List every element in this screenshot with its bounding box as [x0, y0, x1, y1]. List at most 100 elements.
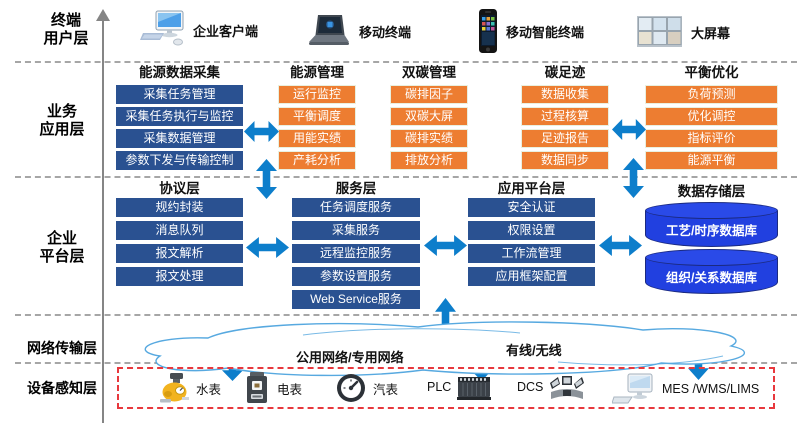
module-box: 负荷预测 [645, 85, 778, 104]
device-label: PLC [427, 380, 452, 394]
smartphone-icon [479, 9, 497, 53]
module-box: 足迹报告 [521, 129, 609, 148]
database-cylinder-org-relational: 组织/关系数据库 [645, 249, 778, 294]
computer-icon [612, 373, 653, 404]
module-box: 参数设置服务 [292, 267, 420, 286]
terminal-device-mobile-terminal: 移动终端 [306, 14, 411, 48]
cylinder-top [645, 249, 778, 266]
module-box: 权限设置 [468, 221, 595, 240]
module-box: 碳排因子 [390, 85, 468, 104]
water-meter-icon [160, 373, 189, 403]
layer-separator [15, 176, 797, 178]
device-label: 水表 [196, 382, 222, 397]
layer-separator [15, 61, 797, 63]
module-box: 数据收集 [521, 85, 609, 104]
module-box: 消息队列 [116, 221, 243, 240]
module-box: 采集任务执行与监控 [116, 107, 243, 126]
group-application-platform-layer: 应用平台层 安全认证 权限设置 工作流管理 应用框架配置 [468, 181, 595, 286]
group-energy-management: 能源管理 运行监控 平衡调度 用能实绩 产耗分析 [278, 65, 356, 170]
sensing-device-mes-wms-lims: MES /WMS/LIMS [612, 373, 759, 405]
device-label: 汽表 [373, 382, 399, 397]
module-box: 远程监控服务 [292, 244, 420, 263]
group-protocol-layer: 协议层 规约封装 消息队列 报文解析 报文处理 [116, 181, 243, 286]
module-box: 报文解析 [116, 244, 243, 263]
network-cloud-icon [144, 321, 746, 377]
sensing-device-water-meter: 水表 [158, 372, 221, 404]
group-balance-optimization: 平衡优化 负荷预测 优化调控 指标评价 能源平衡 [645, 65, 778, 170]
module-box: 采集任务管理 [116, 85, 243, 104]
group-title: 协议层 [159, 181, 200, 196]
layer-separator [15, 314, 797, 316]
network-wired-wireless-label: 有线/无线 [506, 343, 562, 358]
module-box: 优化调控 [645, 107, 778, 126]
group-data-storage-layer: 数据存储层 [645, 184, 778, 200]
video-wall-icon [637, 16, 682, 47]
cylinder-top [645, 202, 778, 219]
module-box: 规约封装 [116, 198, 243, 217]
group-title: 数据存储层 [677, 184, 746, 199]
sensing-device-plc: PLC [427, 372, 492, 402]
module-box: 采集服务 [292, 221, 420, 240]
layer-label-business-app: 业务 应用层 [16, 103, 108, 139]
double-arrow-horizontal-icon [424, 235, 467, 256]
module-box: 碳排实绩 [390, 129, 468, 148]
module-box: 工作流管理 [468, 244, 595, 263]
group-energy-data-collection: 能源数据采集 采集任务管理 采集任务执行与监控 采集数据管理 参数下发与传输控制 [116, 65, 243, 170]
terminal-device-smart-mobile: 移动智能终端 [477, 8, 584, 54]
layer-label-line: 应用层 [39, 121, 85, 138]
double-arrow-horizontal-icon [599, 235, 642, 256]
module-list: 碳排因子 双碳大屏 碳排实绩 排放分析 [390, 85, 468, 170]
device-label: MES /WMS/LIMS [662, 382, 760, 396]
double-arrow-horizontal-icon [246, 237, 289, 258]
module-list: 任务调度服务 采集服务 远程监控服务 参数设置服务 Web Service服务 [292, 198, 420, 309]
group-title: 双碳管理 [402, 65, 456, 80]
database-cylinder-process-timeseries: 工艺/时序数据库 [645, 202, 778, 247]
layer-label-line: 终端 [50, 12, 81, 29]
double-arrow-vertical-icon [623, 158, 644, 198]
cylinder-body [645, 211, 778, 247]
module-box: 排放分析 [390, 151, 468, 170]
double-arrow-horizontal-icon [612, 119, 646, 140]
module-list: 规约封装 消息队列 报文解析 报文处理 [116, 198, 243, 286]
module-box: 任务调度服务 [292, 198, 420, 217]
sensing-device-steam-meter: 汽表 [335, 372, 398, 404]
layer-label-line: 平台层 [39, 248, 85, 265]
module-box: 报文处理 [116, 267, 243, 286]
steam-gauge-icon [337, 374, 365, 402]
module-list: 安全认证 权限设置 工作流管理 应用框架配置 [468, 198, 595, 286]
terminal-device-enterprise-client: 企业客户端 [140, 10, 258, 50]
module-box: 用能实绩 [278, 129, 356, 148]
module-box: 采集数据管理 [116, 129, 243, 148]
group-dual-carbon-management: 双碳管理 碳排因子 双碳大屏 碳排实绩 排放分析 [390, 65, 468, 170]
group-title: 服务层 [335, 181, 377, 196]
module-box: 运行监控 [278, 85, 356, 104]
module-box: 双碳大屏 [390, 107, 468, 126]
module-box: 过程核算 [521, 107, 609, 126]
double-arrow-vertical-icon [256, 159, 277, 199]
layer-label-network: 网络传输层 [27, 340, 97, 356]
layer-label-enterprise-platform: 企业 平台层 [16, 230, 108, 266]
double-arrow-horizontal-icon [244, 121, 279, 142]
module-box: 指标评价 [645, 129, 778, 148]
module-box: 能源平衡 [645, 151, 778, 170]
vertical-axis-line [102, 20, 104, 423]
module-list: 负荷预测 优化调控 指标评价 能源平衡 [645, 85, 778, 170]
plc-icon [457, 377, 492, 400]
module-box: 应用框架配置 [468, 267, 595, 286]
module-box: 数据同步 [521, 151, 609, 170]
electric-meter-icon [247, 372, 267, 403]
module-list: 数据收集 过程核算 足迹报告 数据同步 [521, 85, 609, 170]
group-title: 碳足迹 [544, 65, 586, 80]
module-list: 运行监控 平衡调度 用能实绩 产耗分析 [278, 85, 356, 170]
group-carbon-footprint: 碳足迹 数据收集 过程核算 足迹报告 数据同步 [521, 65, 609, 170]
device-label: 企业客户端 [193, 23, 259, 39]
module-box: Web Service服务 [292, 290, 420, 309]
sensing-layer-boundary [117, 367, 775, 409]
database-label: 组织/关系数据库 [666, 271, 757, 285]
device-label: 移动智能终端 [506, 24, 585, 40]
module-box: 产耗分析 [278, 151, 356, 170]
network-public-private-label: 公用网络/专用网络 [296, 350, 404, 365]
module-box: 平衡调度 [278, 107, 356, 126]
group-title: 应用平台层 [497, 181, 566, 196]
